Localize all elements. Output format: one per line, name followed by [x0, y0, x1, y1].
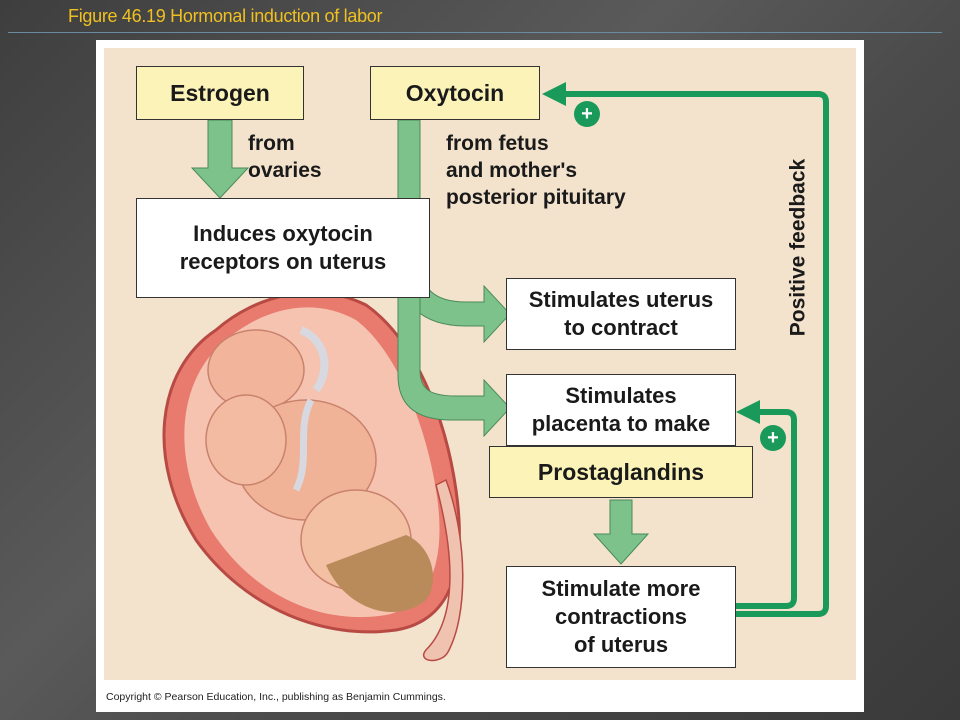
plus-sign-top: + [581, 103, 593, 125]
oxytocin-box: Oxytocin [370, 66, 540, 120]
prostaglandins-box: Prostaglandins [489, 446, 753, 498]
plus-icon [760, 425, 786, 451]
fetus-illustration [162, 291, 464, 662]
copyright-text: Copyright © Pearson Education, Inc., pub… [106, 691, 446, 703]
diagram-graphics [162, 82, 829, 662]
slide-title: Figure 46.19 Hormonal induction of labor [68, 6, 383, 26]
plus-icon [574, 101, 600, 127]
plus-sign-inner: + [767, 427, 779, 449]
estrogen-box: Estrogen [136, 66, 304, 120]
title-divider [8, 32, 942, 33]
